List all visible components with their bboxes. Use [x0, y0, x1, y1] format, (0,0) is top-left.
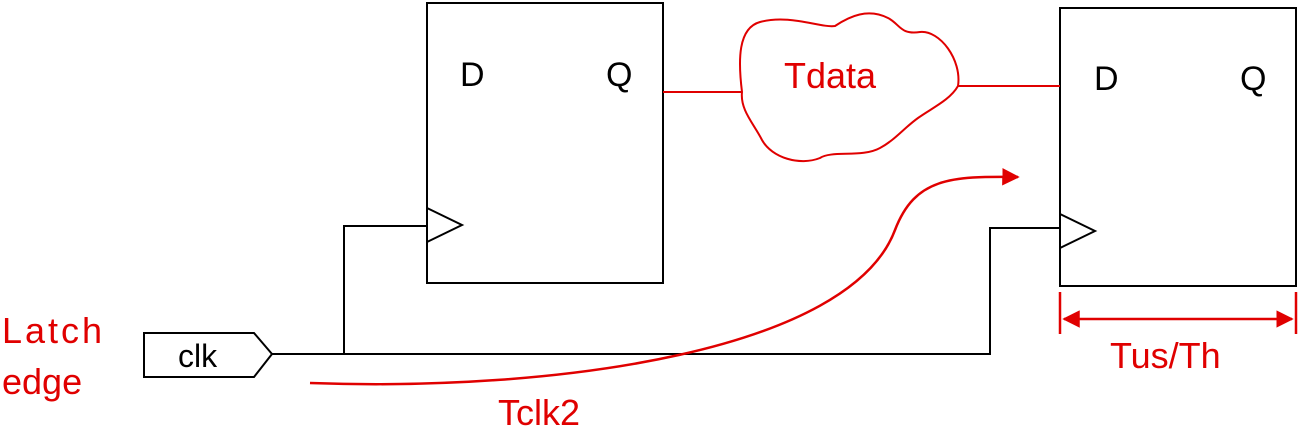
tclk2-arrow — [309, 168, 1020, 386]
latch-edge-label-line1: Latch — [2, 310, 105, 351]
capture-q-label: Q — [1240, 60, 1266, 98]
clock-port: clk — [143, 332, 274, 378]
launch-q-label: Q — [606, 56, 632, 94]
clock-wire-to-launch — [343, 225, 427, 354]
capture-clock-triangle-icon — [1059, 213, 1098, 249]
launch-clock-triangle-icon — [426, 207, 465, 243]
tdata-label: Tdata — [784, 55, 877, 96]
clock-port-shape — [143, 332, 274, 378]
launch-flip-flop: D Q — [426, 2, 664, 284]
latch-edge-label-line2: edge — [2, 361, 82, 402]
setup-hold-dimension — [1058, 292, 1298, 334]
launch-flop-body — [426, 2, 664, 284]
combinational-logic-cloud — [738, 12, 960, 163]
capture-flop-body — [1059, 7, 1297, 287]
launch-d-label: D — [460, 56, 485, 94]
clock-wire-to-capture — [272, 227, 1060, 355]
clock-port-label: clk — [178, 338, 218, 374]
data-path — [663, 12, 1060, 163]
tclk2-label: Tclk2 — [498, 392, 580, 433]
capture-d-label: D — [1094, 60, 1119, 98]
clock-wires — [272, 225, 1060, 355]
capture-flip-flop: D Q — [1059, 7, 1297, 287]
tsu-th-label: Tus/Th — [1110, 335, 1221, 376]
